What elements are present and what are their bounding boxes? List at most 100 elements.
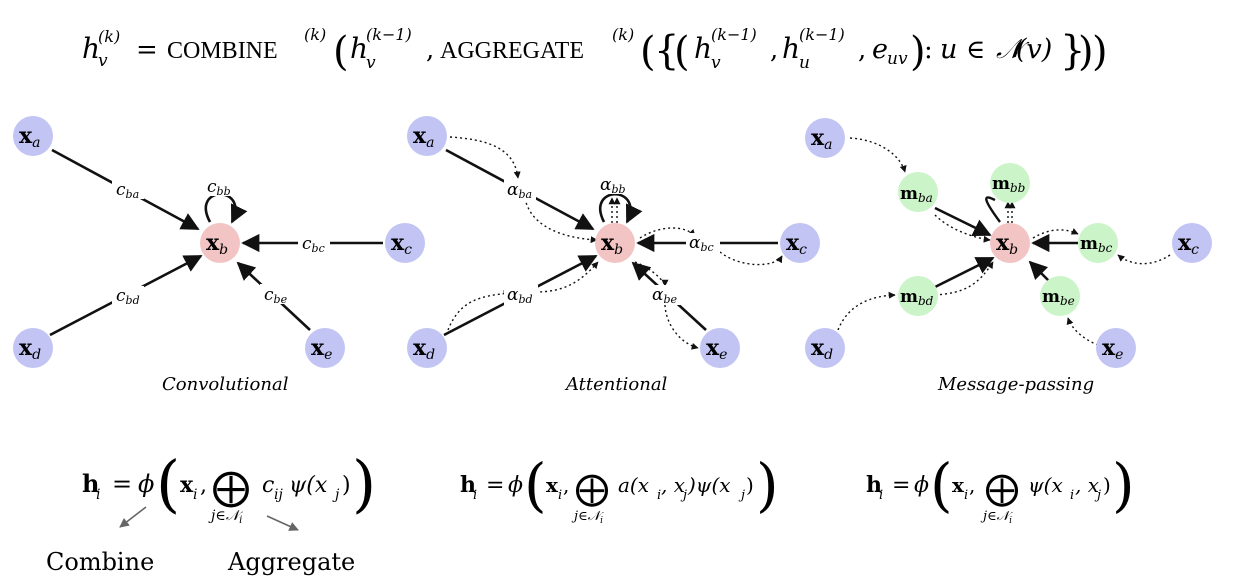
node-d [13,328,53,368]
edge-label-bc: cbc [302,234,325,255]
f1-c: c [262,473,274,498]
eq-equals: = [136,35,158,65]
f2-comma: , [563,473,569,497]
edge-label-be: cbe [264,285,288,306]
f1-comma: , [200,473,207,498]
edge-mba-b [934,206,992,237]
eq-h3-sup: (k−1) [711,25,757,44]
formula-convolutional: h i = ϕ ( x i , ⨁ j∈𝒩i c ij ψ(x j ) ) [82,447,376,526]
panel-attentional: αba αbb αbc αbd αbe xa xb xc xd xe Atten… [407,116,820,395]
edge-bb [204,192,248,224]
f3-oplus: ⨁ [985,469,1019,509]
eq-h2: h [350,32,368,65]
node-e [700,328,740,368]
msg-node-bc [1078,223,1118,263]
f1-psi: ψ(x [289,473,328,498]
f2-lhs-sub: i [473,488,477,503]
node-b-label: xb [601,230,623,258]
eq-paren-open-2: ( [640,29,656,75]
node-b-label: xb [206,230,228,258]
f3-xi-sub: i [964,488,968,503]
msg-node-bb-label: mbb [992,174,1025,195]
node-a [13,116,53,156]
eq-h-sub: v [98,51,108,71]
edge-label-ba: cba [116,180,139,201]
caption-message-passing: Message-passing [937,374,1094,395]
node-e [1096,328,1136,368]
eq-u: u [940,34,957,65]
panel-convolutional: cba cbb cbc cbd cbe xa xb xc xd xe Convo… [13,116,425,395]
f1-c-sub: ij [274,487,283,503]
edge-label-be: αbe [652,285,678,306]
formula-message-passing: h i = ϕ ( x i , ⨁ j∈𝒩i ψ(x i , x j ) ) [866,451,1135,526]
f3-psi2: , x [1075,473,1099,497]
f2-eq: = [486,473,504,498]
f2-psi: )ψ(x [687,473,731,497]
msg-node-bc-label: mbc [1080,234,1113,255]
f3-under: j∈𝒩i [980,509,1014,526]
node-b [595,223,635,263]
node-e-label: xe [706,335,727,363]
eq-combine-sup: (k) [304,25,326,44]
f1-oplus: ⨁ [212,465,250,509]
f1-lhs-sub: i [96,487,100,503]
eq-paren-open-1: ( [333,29,349,75]
msg-node-bb [990,163,1030,203]
panel-message-passing: mba mbb mbc mbd mbe xa xb xc xd xe Messa… [805,118,1212,395]
node-c [1172,223,1212,263]
f1-psi-sub: j [332,487,340,503]
eq-paren-open-3: ( [674,29,690,75]
node-c-label: xc [1178,230,1199,258]
eq-h3-sub: v [711,53,721,73]
msg-node-bd-label: mbd [900,287,934,308]
node-b [990,223,1030,263]
node-a-label: xa [19,123,40,151]
edge-label-bd: cbd [116,286,140,307]
node-b [200,223,240,263]
node-c [780,223,820,263]
f3-psi-sub: i [1070,488,1074,503]
f2-phi: ϕ [508,473,523,498]
f3-tail: ) [1103,473,1111,497]
node-a [407,116,447,156]
eq-h2-sup: (k−1) [366,25,412,44]
edge-bb [599,192,643,224]
formula-attentional: h i = ϕ ( x i , ⨁ j∈𝒩i a(x i , x j )ψ(x … [460,451,779,526]
f2-tail: ) [746,473,754,497]
msg-node-bd [898,276,938,316]
f1-phi: ϕ [138,470,154,498]
edge-mbe-b [1028,260,1051,283]
eq-comma-1: , [426,35,434,65]
f1-xi-sub: i [193,487,197,503]
f2-a2: , x [661,473,685,497]
f1-paren-open: ( [156,447,180,520]
msg-node-be [1040,276,1080,316]
f2-paren-open: ( [524,451,547,519]
f2-xi: x [546,473,559,497]
f1-tail: ) [342,473,351,498]
f2-lhs: h [460,472,476,498]
eq-e-sub: uv [887,49,908,69]
msg-node-ba [898,172,938,212]
f2-under: j∈𝒩i [571,509,605,526]
eq-h3: h [694,32,712,65]
caption-convolutional: Convolutional [162,374,289,395]
node-a-label: xa [811,125,832,153]
node-c-label: xc [391,230,412,258]
f3-paren-close: ) [1112,451,1135,519]
node-d [407,328,447,368]
edge-label-bc: αbc [689,233,714,254]
f3-psi: ψ(x [1028,473,1063,497]
f2-a: a(x [618,473,649,497]
aggregate-label: Aggregate [227,548,355,576]
node-e-label: xe [1102,335,1123,363]
f2-psi-sub: j [738,488,745,503]
eq-aggregate: AGGREGATE [440,38,584,64]
f1-under: j∈𝒩i [208,508,244,526]
f1-xi: x [180,472,194,498]
eq-v-arg: (v) [1016,34,1052,65]
eq-comma-2: , [770,35,778,65]
eq-aggregate-sup: (k) [612,25,634,44]
msg-node-ba-label: mba [900,184,933,205]
edge-label-bb: αbb [600,175,626,196]
